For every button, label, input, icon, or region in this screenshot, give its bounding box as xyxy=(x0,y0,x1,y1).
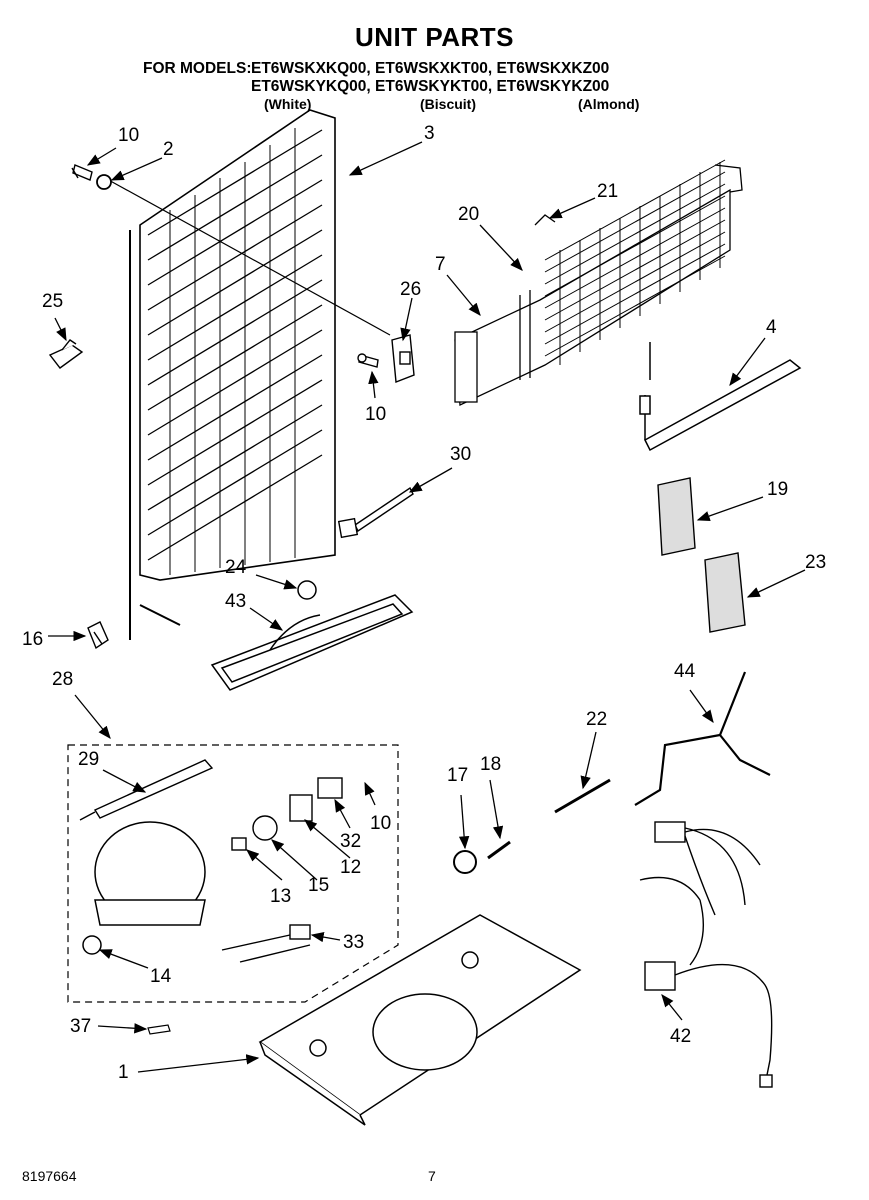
color-biscuit: (Biscuit) xyxy=(420,96,476,112)
callout-20: 20 xyxy=(458,204,480,225)
callout-10-b: 10 xyxy=(365,404,387,425)
model-list: FOR MODELS:ET6WSKXKQ00, ET6WSKXKT00, ET6… xyxy=(143,60,609,96)
callout-22: 22 xyxy=(586,709,608,730)
models-line-2: ET6WSKYKQ00, ET6WSKYKT00, ET6WSKYKZ00 xyxy=(251,78,610,95)
evaporator-assembly xyxy=(454,159,743,406)
compressor-kit-outline xyxy=(67,744,399,1003)
callout-42: 42 xyxy=(670,1026,692,1047)
condenser-coil xyxy=(129,109,336,640)
callout-15: 15 xyxy=(308,875,330,896)
callout-12: 12 xyxy=(340,857,362,878)
wire-harness xyxy=(639,821,773,1088)
callout-26: 26 xyxy=(400,279,422,300)
tube-22 xyxy=(554,778,611,814)
color-white: (White) xyxy=(264,96,312,112)
grommet-17 xyxy=(453,850,477,874)
thermistor-30 xyxy=(337,486,414,539)
drain-pan xyxy=(210,580,414,691)
base-plate xyxy=(258,914,582,1126)
capacitor-29 xyxy=(79,759,214,821)
callout-30: 30 xyxy=(450,444,472,465)
mount-centerline xyxy=(104,177,391,336)
color-almond: (Almond) xyxy=(578,96,640,112)
callout-14: 14 xyxy=(150,966,172,987)
models-label: FOR MODELS: xyxy=(143,60,252,77)
doc-number: 8197664 xyxy=(22,1168,77,1184)
callout-19: 19 xyxy=(767,479,789,500)
relay-bracket-26 xyxy=(391,334,415,383)
callout-37: 37 xyxy=(70,1016,92,1037)
screw-10-top xyxy=(71,164,93,181)
callout-32: 32 xyxy=(340,831,362,852)
insulation-block-23 xyxy=(704,552,746,633)
callout-23: 23 xyxy=(805,552,827,573)
callout-18: 18 xyxy=(480,754,502,775)
callout-44: 44 xyxy=(674,661,696,682)
page-title: UNIT PARTS xyxy=(354,22,515,52)
page-number: 7 xyxy=(428,1168,436,1184)
callout-29: 29 xyxy=(78,749,100,770)
callout-33: 33 xyxy=(343,932,365,953)
tube-44 xyxy=(634,671,771,806)
bracket-25 xyxy=(48,339,84,369)
callout-4: 4 xyxy=(766,317,777,338)
clip-16 xyxy=(87,621,109,650)
callout-28: 28 xyxy=(52,669,74,690)
callout-10-a: 10 xyxy=(118,125,140,146)
callout-21: 21 xyxy=(597,181,619,202)
compressor xyxy=(82,821,206,955)
callout-1: 1 xyxy=(118,1062,129,1083)
leader-lines xyxy=(48,141,806,1073)
grommet-2 xyxy=(96,174,112,190)
clip-37 xyxy=(147,1024,171,1035)
screw-18 xyxy=(487,840,511,860)
callout-2: 2 xyxy=(163,139,174,160)
callout-3: 3 xyxy=(424,123,435,144)
models-line-1: ET6WSKXKQ00, ET6WSKXKT00, ET6WSKXKZ00 xyxy=(251,60,610,77)
callout-24: 24 xyxy=(225,557,247,578)
control-parts xyxy=(221,777,343,963)
insulation-block-19 xyxy=(657,477,696,556)
callout-43: 43 xyxy=(225,591,247,612)
callout-16: 16 xyxy=(22,629,44,650)
callout-7: 7 xyxy=(435,254,446,275)
callout-25: 25 xyxy=(42,291,64,312)
callout-17: 17 xyxy=(447,765,469,786)
callout-13: 13 xyxy=(270,886,292,907)
screw-10-mid xyxy=(357,353,379,368)
defrost-heater xyxy=(639,342,802,452)
callout-10-c: 10 xyxy=(370,813,392,834)
